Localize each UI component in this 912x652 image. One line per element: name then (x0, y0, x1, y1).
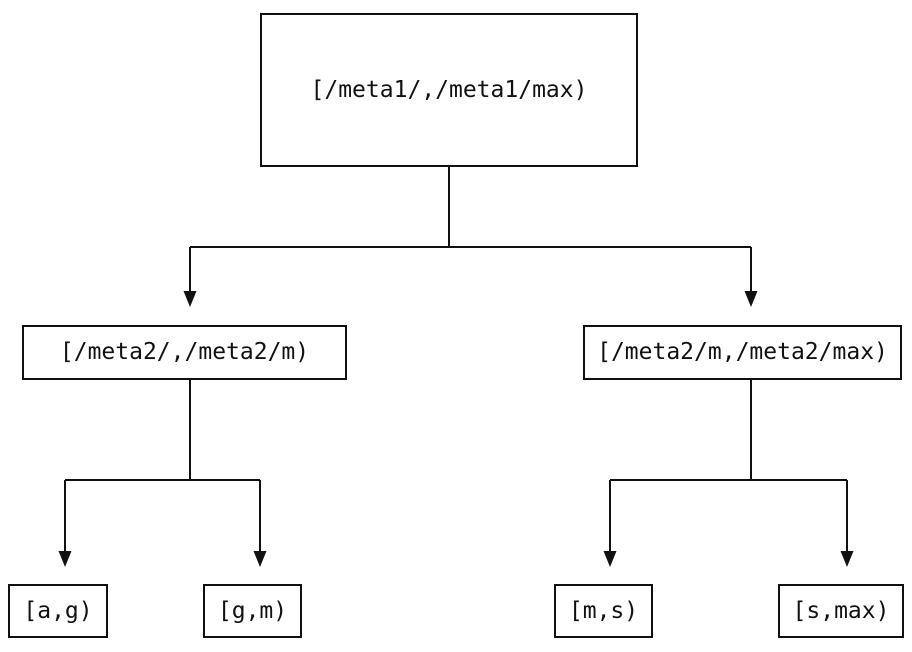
node-label: [s,max) (792, 597, 890, 624)
arrow-down-icon (603, 551, 617, 567)
connector-left-to-leaves (58, 380, 267, 567)
connector-root-to-level2 (183, 167, 758, 307)
node-root-interval: [/meta1/,/meta1/max) (260, 13, 638, 167)
node-leaf-g-m: [g,m) (203, 584, 302, 638)
arrow-down-icon (183, 291, 197, 307)
node-label: [/meta2/,/meta2/m) (59, 339, 310, 365)
node-label: [a,g) (23, 597, 93, 624)
arrow-down-icon (840, 551, 854, 567)
arrow-down-icon (744, 291, 758, 307)
node-label: [/meta2/m,/meta2/max) (597, 339, 888, 365)
node-label: [/meta1/,/meta1/max) (310, 76, 588, 103)
arrow-down-icon (253, 551, 267, 567)
node-leaf-a-g: [a,g) (8, 584, 108, 638)
node-leaf-s-max: [s,max) (778, 584, 904, 638)
node-label: [m,s) (568, 597, 639, 624)
connector-right-to-leaves (603, 380, 854, 567)
arrow-down-icon (58, 551, 72, 567)
node-meta2-left-interval: [/meta2/,/meta2/m) (22, 325, 347, 380)
node-leaf-m-s: [m,s) (554, 584, 653, 638)
node-label: [g,m) (217, 597, 288, 624)
node-meta2-right-interval: [/meta2/m,/meta2/max) (583, 325, 902, 380)
